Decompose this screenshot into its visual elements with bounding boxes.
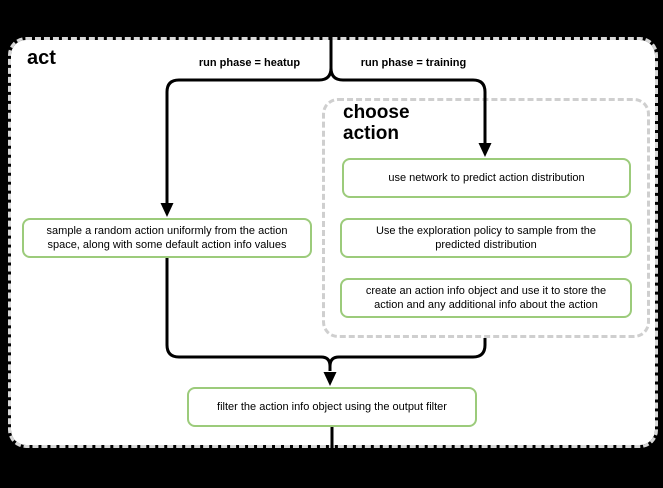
node-filter-output: filter the action info object using the … xyxy=(187,387,477,427)
node-sample-random-action: sample a random action uniformly from th… xyxy=(22,218,312,258)
node-exploration-policy-label: Use the exploration policy to sample fro… xyxy=(375,225,597,251)
edge-label-training: run phase = training xyxy=(360,57,467,69)
node-exploration-policy: Use the exploration policy to sample fro… xyxy=(340,218,632,258)
edge-label-heatup: run phase = heatup xyxy=(198,57,301,69)
node-filter-output-label: filter the action info object using the … xyxy=(217,401,447,413)
node-create-action-info: create an action info object and use it … xyxy=(340,278,632,318)
node-use-network-label: use network to predict action distributi… xyxy=(388,172,585,184)
node-use-network: use network to predict action distributi… xyxy=(342,158,631,198)
diagram-title: act xyxy=(27,47,56,69)
node-create-action-info-label: create an action info object and use it … xyxy=(365,285,607,311)
node-sample-random-action-label: sample a random action uniformly from th… xyxy=(46,225,288,251)
choose-action-group-title: choose action xyxy=(343,102,410,144)
